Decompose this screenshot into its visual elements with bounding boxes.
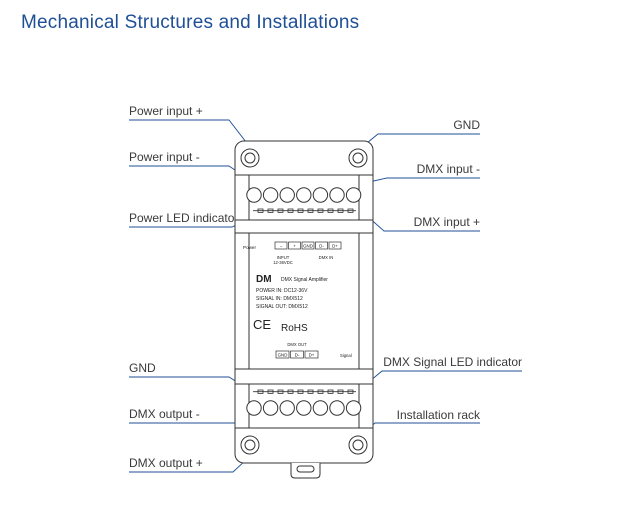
label-installation-rack: Installation rack: [396, 408, 480, 422]
bottom-screw-1: [246, 400, 262, 416]
input-terminal-labels: − + GND D- D+: [274, 241, 342, 250]
dmx-in-label: DMX IN: [319, 255, 334, 260]
label-gnd-top: GND: [453, 118, 480, 132]
bottom-screw-6: [329, 400, 345, 416]
terminal-box-2: [288, 241, 301, 250]
terminal-box-5: [328, 241, 342, 250]
spec-power-in: POWER IN: DC12-36V: [256, 288, 308, 294]
label-panel: [248, 232, 360, 370]
input-label: INPUT: [277, 255, 290, 260]
top-screw-1: [246, 187, 262, 203]
bottom-screw-7: [345, 400, 362, 416]
bottom-screw-terminals: [246, 400, 362, 416]
top-screw-5: [312, 187, 329, 203]
terminal-label-3: D+: [309, 352, 315, 357]
terminal-box-1: [275, 350, 290, 359]
terminal-label-2: +: [293, 243, 296, 248]
terminal-label-5: D+: [332, 243, 338, 248]
page-title: Mechanical Structures and Installations: [21, 12, 360, 33]
leader-dmx-signal-led: [351, 370, 522, 397]
terminal-label-1: −: [280, 243, 283, 248]
bottom-screw-2: [262, 400, 279, 416]
output-terminal-labels: GND D- D+: [275, 350, 319, 359]
label-gnd-bottom: GND: [129, 361, 156, 375]
label-power-input-minus: Power input -: [129, 150, 200, 164]
ce-mark: CE: [253, 317, 271, 332]
top-screw-6: [329, 187, 345, 203]
top-screw-4: [296, 187, 312, 203]
label-power-input-plus: Power input +: [129, 104, 203, 118]
top-screw-terminals: [246, 187, 362, 203]
model-description: DMX Signal Amplifier: [281, 277, 328, 283]
top-screw-2: [262, 187, 279, 203]
terminal-box-4: [315, 241, 328, 250]
top-screw-7: [345, 187, 362, 203]
label-dmx-output-minus: DMX output -: [129, 407, 200, 421]
rohs-mark: RoHS: [281, 323, 308, 334]
top-led-strip: [253, 208, 356, 213]
device-body: [234, 140, 374, 479]
signal-label: Signal: [340, 353, 352, 358]
input-voltage-label: 12-36VDC: [273, 260, 293, 265]
terminal-label-1: GND: [278, 352, 288, 357]
bottom-led-strip: [253, 389, 356, 394]
rack-slot: [296, 465, 315, 473]
bottom-screw-5: [312, 400, 329, 416]
bottom-screw-4: [296, 400, 312, 416]
top-screw-3: [279, 187, 295, 203]
label-power-led-indicator: Power LED indicator: [129, 211, 239, 225]
model-name: DM: [256, 274, 272, 285]
terminal-box-1: [274, 241, 288, 250]
terminal-box-2: [290, 350, 304, 359]
mounting-holes: [240, 148, 368, 455]
terminal-box-3: [301, 241, 315, 250]
terminal-label-2: D-: [295, 352, 300, 357]
label-dmx-input-minus: DMX input -: [416, 162, 480, 176]
spec-signal-in: SIGNAL IN: DMX512: [256, 296, 303, 302]
bottom-screw-3: [279, 400, 295, 416]
label-dmx-output-plus: DMX output +: [129, 456, 203, 470]
leader-installation-rack: [357, 422, 480, 438]
power-label: Power: [243, 245, 256, 250]
terminal-box-3: [304, 350, 319, 359]
dmx-out-label: DMX OUT: [287, 342, 307, 347]
label-dmx-input-plus: DMX input +: [413, 215, 480, 229]
spec-signal-out: SIGNAL OUT: DMX512: [256, 304, 308, 310]
terminal-label-4: D-: [319, 243, 324, 248]
label-dmx-signal-led-indicator: DMX Signal LED indicator: [383, 355, 522, 369]
terminal-label-3: GND: [303, 243, 313, 248]
